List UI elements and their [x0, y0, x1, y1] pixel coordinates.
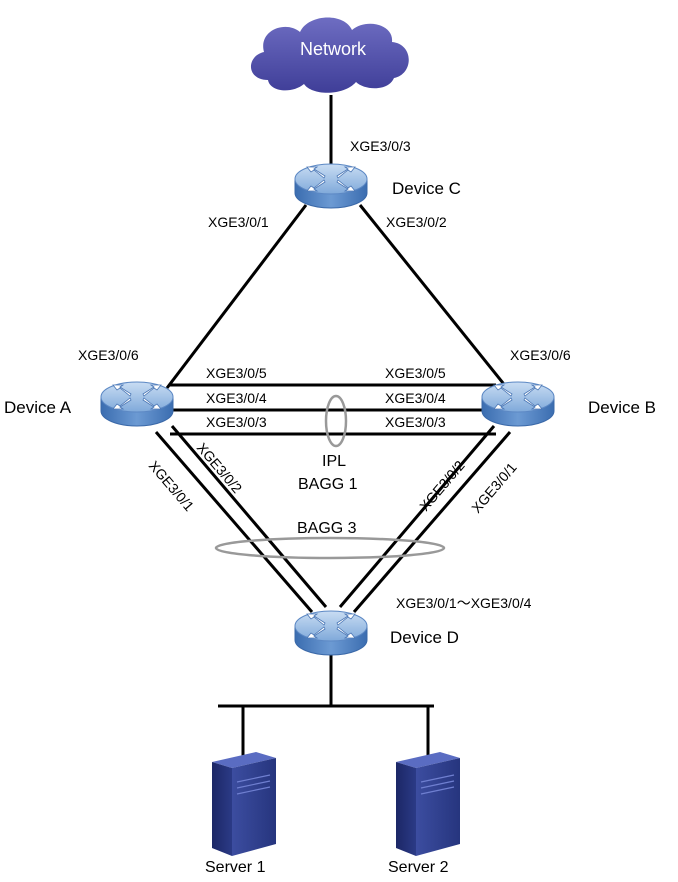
port-label-b-ipl-5: XGE3/0/5: [385, 365, 446, 381]
bagg3-ring: [214, 536, 446, 560]
port-label-a-up: XGE3/0/6: [78, 347, 139, 363]
device-b[interactable]: [481, 381, 555, 427]
device-a[interactable]: [100, 381, 174, 427]
port-label-b-ipl-4: XGE3/0/4: [385, 390, 446, 406]
ipl-ring: [324, 394, 348, 448]
port-label-c-up: XGE3/0/3: [350, 138, 411, 154]
switch-icon: [481, 381, 555, 427]
device-a-label: Device A: [4, 398, 72, 417]
switch-icon: [100, 381, 174, 427]
switch-icon: [294, 163, 368, 209]
device-c[interactable]: [294, 163, 368, 209]
port-label-a-ipl-4: XGE3/0/4: [206, 390, 267, 406]
link-device-b-device-d-2: [338, 425, 496, 608]
port-label-b-up: XGE3/0/6: [510, 347, 571, 363]
link-device-b-device-d-1: [352, 431, 512, 613]
device-d[interactable]: [294, 610, 368, 656]
server-icon: [211, 751, 277, 857]
server-2[interactable]: [395, 751, 461, 857]
network-cloud: Network: [250, 17, 409, 93]
ipl-label: IPL: [322, 453, 346, 470]
bagg1-label: BAGG 1: [298, 476, 358, 493]
cloud-icon: [250, 17, 409, 93]
device-b-label: Device B: [588, 398, 656, 417]
link-device-c-device-a: [165, 204, 308, 389]
server-1-label: Server 1: [205, 859, 266, 876]
link-device-a-device-d-1: [154, 431, 314, 613]
port-label-c-right: XGE3/0/2: [386, 214, 447, 230]
port-label-c-left: XGE3/0/1: [208, 214, 269, 230]
cloud-label: Network: [300, 39, 367, 59]
device-c-label: Device C: [392, 179, 461, 198]
port-label-a-ipl-3: XGE3/0/3: [206, 414, 267, 430]
port-label-b-ipl-3: XGE3/0/3: [385, 414, 446, 430]
server-1[interactable]: [211, 751, 277, 857]
server-icon: [395, 751, 461, 857]
switch-icon: [294, 610, 368, 656]
bagg3-label: BAGG 3: [297, 520, 357, 537]
port-label-a-down-1: XGE3/0/1: [146, 458, 198, 515]
link-device-a-device-d-2: [170, 425, 328, 608]
link-device-c-device-b: [358, 204, 509, 389]
port-label-d-up: XGE3/0/1～XGE3/0/4: [396, 595, 532, 611]
port-label-a-ipl-5: XGE3/0/5: [206, 365, 267, 381]
port-label-b-down-1: XGE3/0/1: [468, 459, 520, 516]
port-label-a-down-2: XGE3/0/2: [194, 440, 246, 497]
device-d-label: Device D: [390, 628, 459, 647]
server-2-label: Server 2: [388, 859, 449, 876]
port-label-b-down-2: XGE3/0/2: [416, 457, 468, 514]
